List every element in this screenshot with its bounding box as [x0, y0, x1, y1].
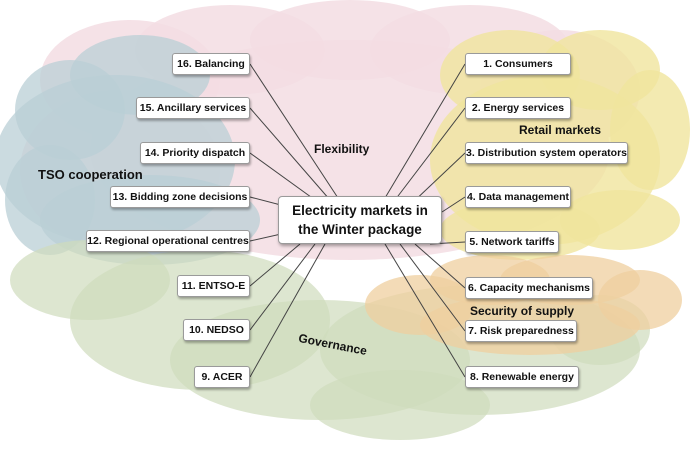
topic-box-renewable-energy: 8. Renewable energy: [465, 366, 579, 388]
central-topic-line-2: the Winter package: [298, 222, 422, 237]
topic-box-distribution-system-operators: 3. Distribution system operators: [465, 142, 628, 164]
region-label-retail-markets: Retail markets: [519, 123, 602, 137]
topic-box-data-management: 4. Data management: [465, 186, 571, 208]
topic-box-bidding-zone-decisions: 13. Bidding zone decisions: [110, 186, 250, 208]
topic-box-capacity-mechanisms: 6. Capacity mechanisms: [465, 277, 593, 299]
region-label-tso-cooperation: TSO cooperation: [38, 167, 143, 182]
topic-box-network-tariffs: 5. Network tariffs: [465, 231, 559, 253]
topic-box-consumers: 1. Consumers: [465, 53, 571, 75]
topic-box-balancing: 16. Balancing: [172, 53, 250, 75]
region-label-security-of-supply: Security of supply: [470, 304, 575, 318]
topic-box-ancillary-services: 15. Ancillary services: [136, 97, 250, 119]
topic-box-entso-e: 11. ENTSO-E: [177, 275, 250, 297]
central-topic-line-1: Electricity markets in: [292, 203, 428, 218]
topic-box-regional-operational-centres: 12. Regional operational centres: [86, 230, 250, 252]
topic-box-priority-dispatch: 14. Priority dispatch: [140, 142, 250, 164]
central-topic-box: Electricity markets in the Winter packag…: [278, 196, 442, 244]
topic-box-risk-preparedness: 7. Risk preparedness: [465, 320, 577, 342]
topic-box-acer: 9. ACER: [194, 366, 250, 388]
topic-box-nedso: 10. NEDSO: [183, 319, 250, 341]
region-label-flexibility: Flexibility: [314, 142, 370, 156]
topic-box-energy-services: 2. Energy services: [465, 97, 571, 119]
